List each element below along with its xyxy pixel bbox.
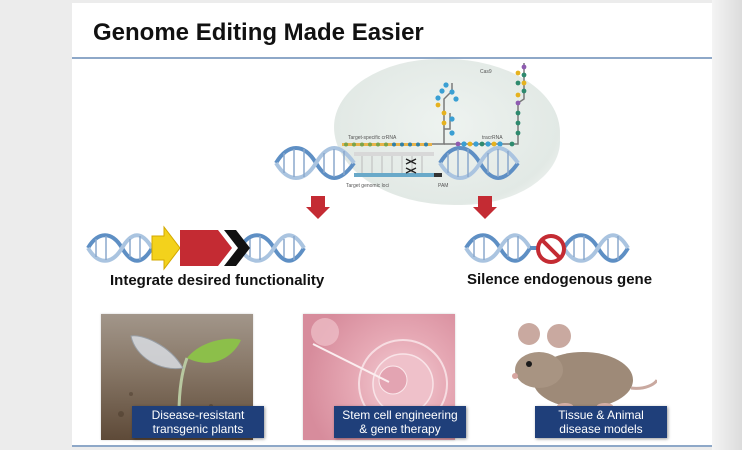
dna-helix-right: [438, 146, 520, 180]
animal-models-label-line2: disease models: [559, 422, 643, 436]
plants-label-line2: transgenic plants: [152, 422, 244, 436]
title-divider: [72, 57, 712, 59]
tracrrna-label: tracrRNA: [482, 135, 503, 141]
dna-helix-silence: [464, 233, 630, 263]
crrna-label: Target-specific crRNA: [348, 135, 397, 141]
plants-label-line1: Disease-resistant: [151, 408, 245, 422]
mechanism-diagram: [86, 63, 630, 271]
prohibition-icon: [536, 234, 566, 264]
dna-helix-left: [274, 146, 356, 180]
cut-site-marker: [405, 158, 417, 174]
stem-cell-label-line2: & gene therapy: [359, 422, 441, 436]
animal-models-label-line1: Tissue & Animal: [558, 408, 644, 422]
pam-label: PAM: [438, 183, 449, 189]
cas9-label: Cas9: [480, 69, 492, 75]
genomic-loci-label: Target genomic loci: [346, 183, 390, 189]
integrate-caption: Integrate desired functionality: [110, 272, 325, 289]
stem-cell-label: Stem cell engineering & gene therapy: [334, 406, 466, 438]
stem-cell-label-line1: Stem cell engineering: [342, 408, 458, 422]
animal-models-label: Tissue & Animal disease models: [535, 406, 667, 438]
tracrrna-hairpin: [432, 63, 527, 147]
plants-label: Disease-resistant transgenic plants: [132, 406, 264, 438]
dna-helix-integrate: [86, 233, 306, 263]
background-shade: [712, 0, 742, 450]
bottom-divider: [72, 445, 712, 447]
slide: Genome Editing Made Easier: [72, 3, 712, 447]
crrna-strand: [342, 142, 432, 147]
insert-cassette: [151, 225, 250, 271]
slide-title: Genome Editing Made Easier: [93, 19, 424, 46]
silence-caption: Silence endogenous gene: [467, 271, 653, 288]
unwound-dna: [354, 152, 442, 177]
